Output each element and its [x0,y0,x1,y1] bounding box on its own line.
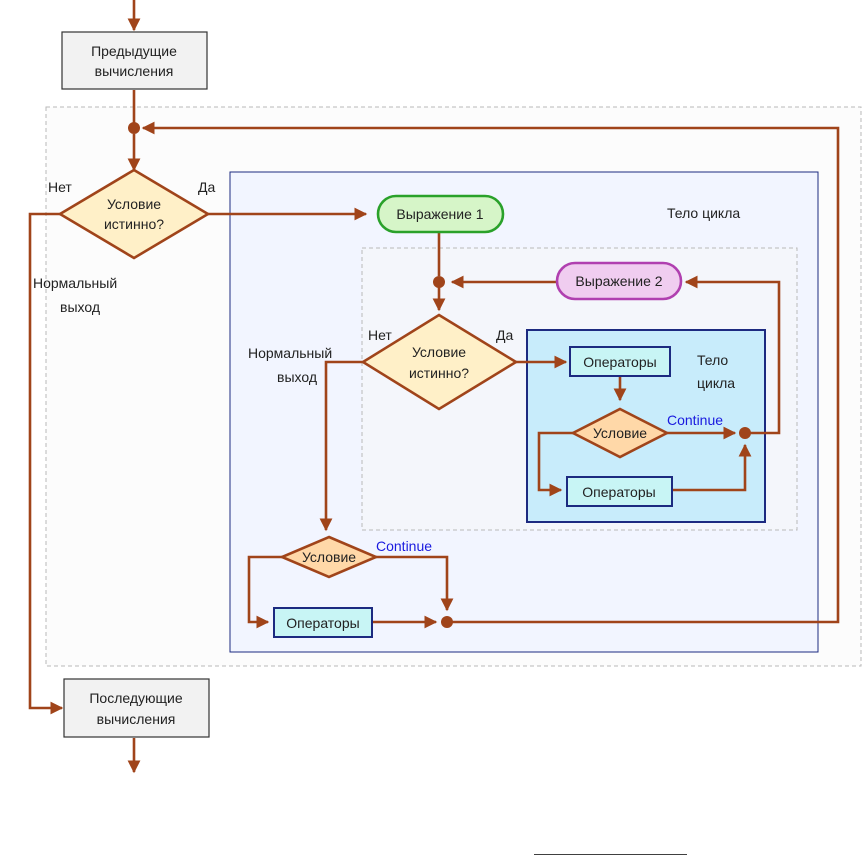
next-computations-box: Последующие вычисления [64,679,209,737]
body-operators-box: Операторы [274,608,372,637]
previous-computations-line2: вычисления [95,63,174,79]
expression-2-box: Выражение 2 [557,263,681,299]
previous-computations-box: Предыдущие вычисления [62,32,207,89]
body-small-condition-label: Условие [302,549,356,565]
body-normal-exit-line1: Нормальный [248,345,332,361]
inner-operators-bottom-label: Операторы [582,484,655,500]
inner-body-title-line2: цикла [697,375,735,391]
expression-2-label: Выражение 2 [575,273,662,289]
inner-continue-label: Continue [667,412,723,428]
outer-normal-exit-line1: Нормальный [33,275,117,291]
outer-no-label: Нет [48,179,72,195]
inner-no-label: Нет [368,327,392,343]
inner-condition-line2: истинно? [409,365,469,381]
inner-condition-line1: Условие [412,344,466,360]
body-operators-label: Операторы [286,615,359,631]
junction-dot [441,616,453,628]
inner-operators-top-box: Операторы [570,347,670,376]
inner-operators-top-label: Операторы [583,354,656,370]
outer-condition-line1: Условие [107,196,161,212]
junction-dot [128,122,140,134]
inner-body-title-line1: Тело [697,352,728,368]
inner-operators-bottom-box: Операторы [567,477,672,506]
previous-computations-line1: Предыдущие [91,43,177,59]
inner-yes-label: Да [496,327,513,343]
next-computations-line2: вычисления [97,711,176,727]
inner-small-condition-label: Условие [593,425,647,441]
loop-body-title: Тело цикла [667,205,740,221]
expression-1-label: Выражение 1 [396,206,483,222]
outer-condition-line2: истинно? [104,216,164,232]
outer-yes-label: Да [198,179,215,195]
outer-normal-exit-line2: выход [60,299,100,315]
body-continue-label: Continue [376,538,432,554]
body-normal-exit-line2: выход [277,369,317,385]
expression-1-box: Выражение 1 [378,196,503,232]
next-computations-line1: Последующие [89,690,183,706]
junction-dot [433,276,445,288]
junction-dot [739,427,751,439]
